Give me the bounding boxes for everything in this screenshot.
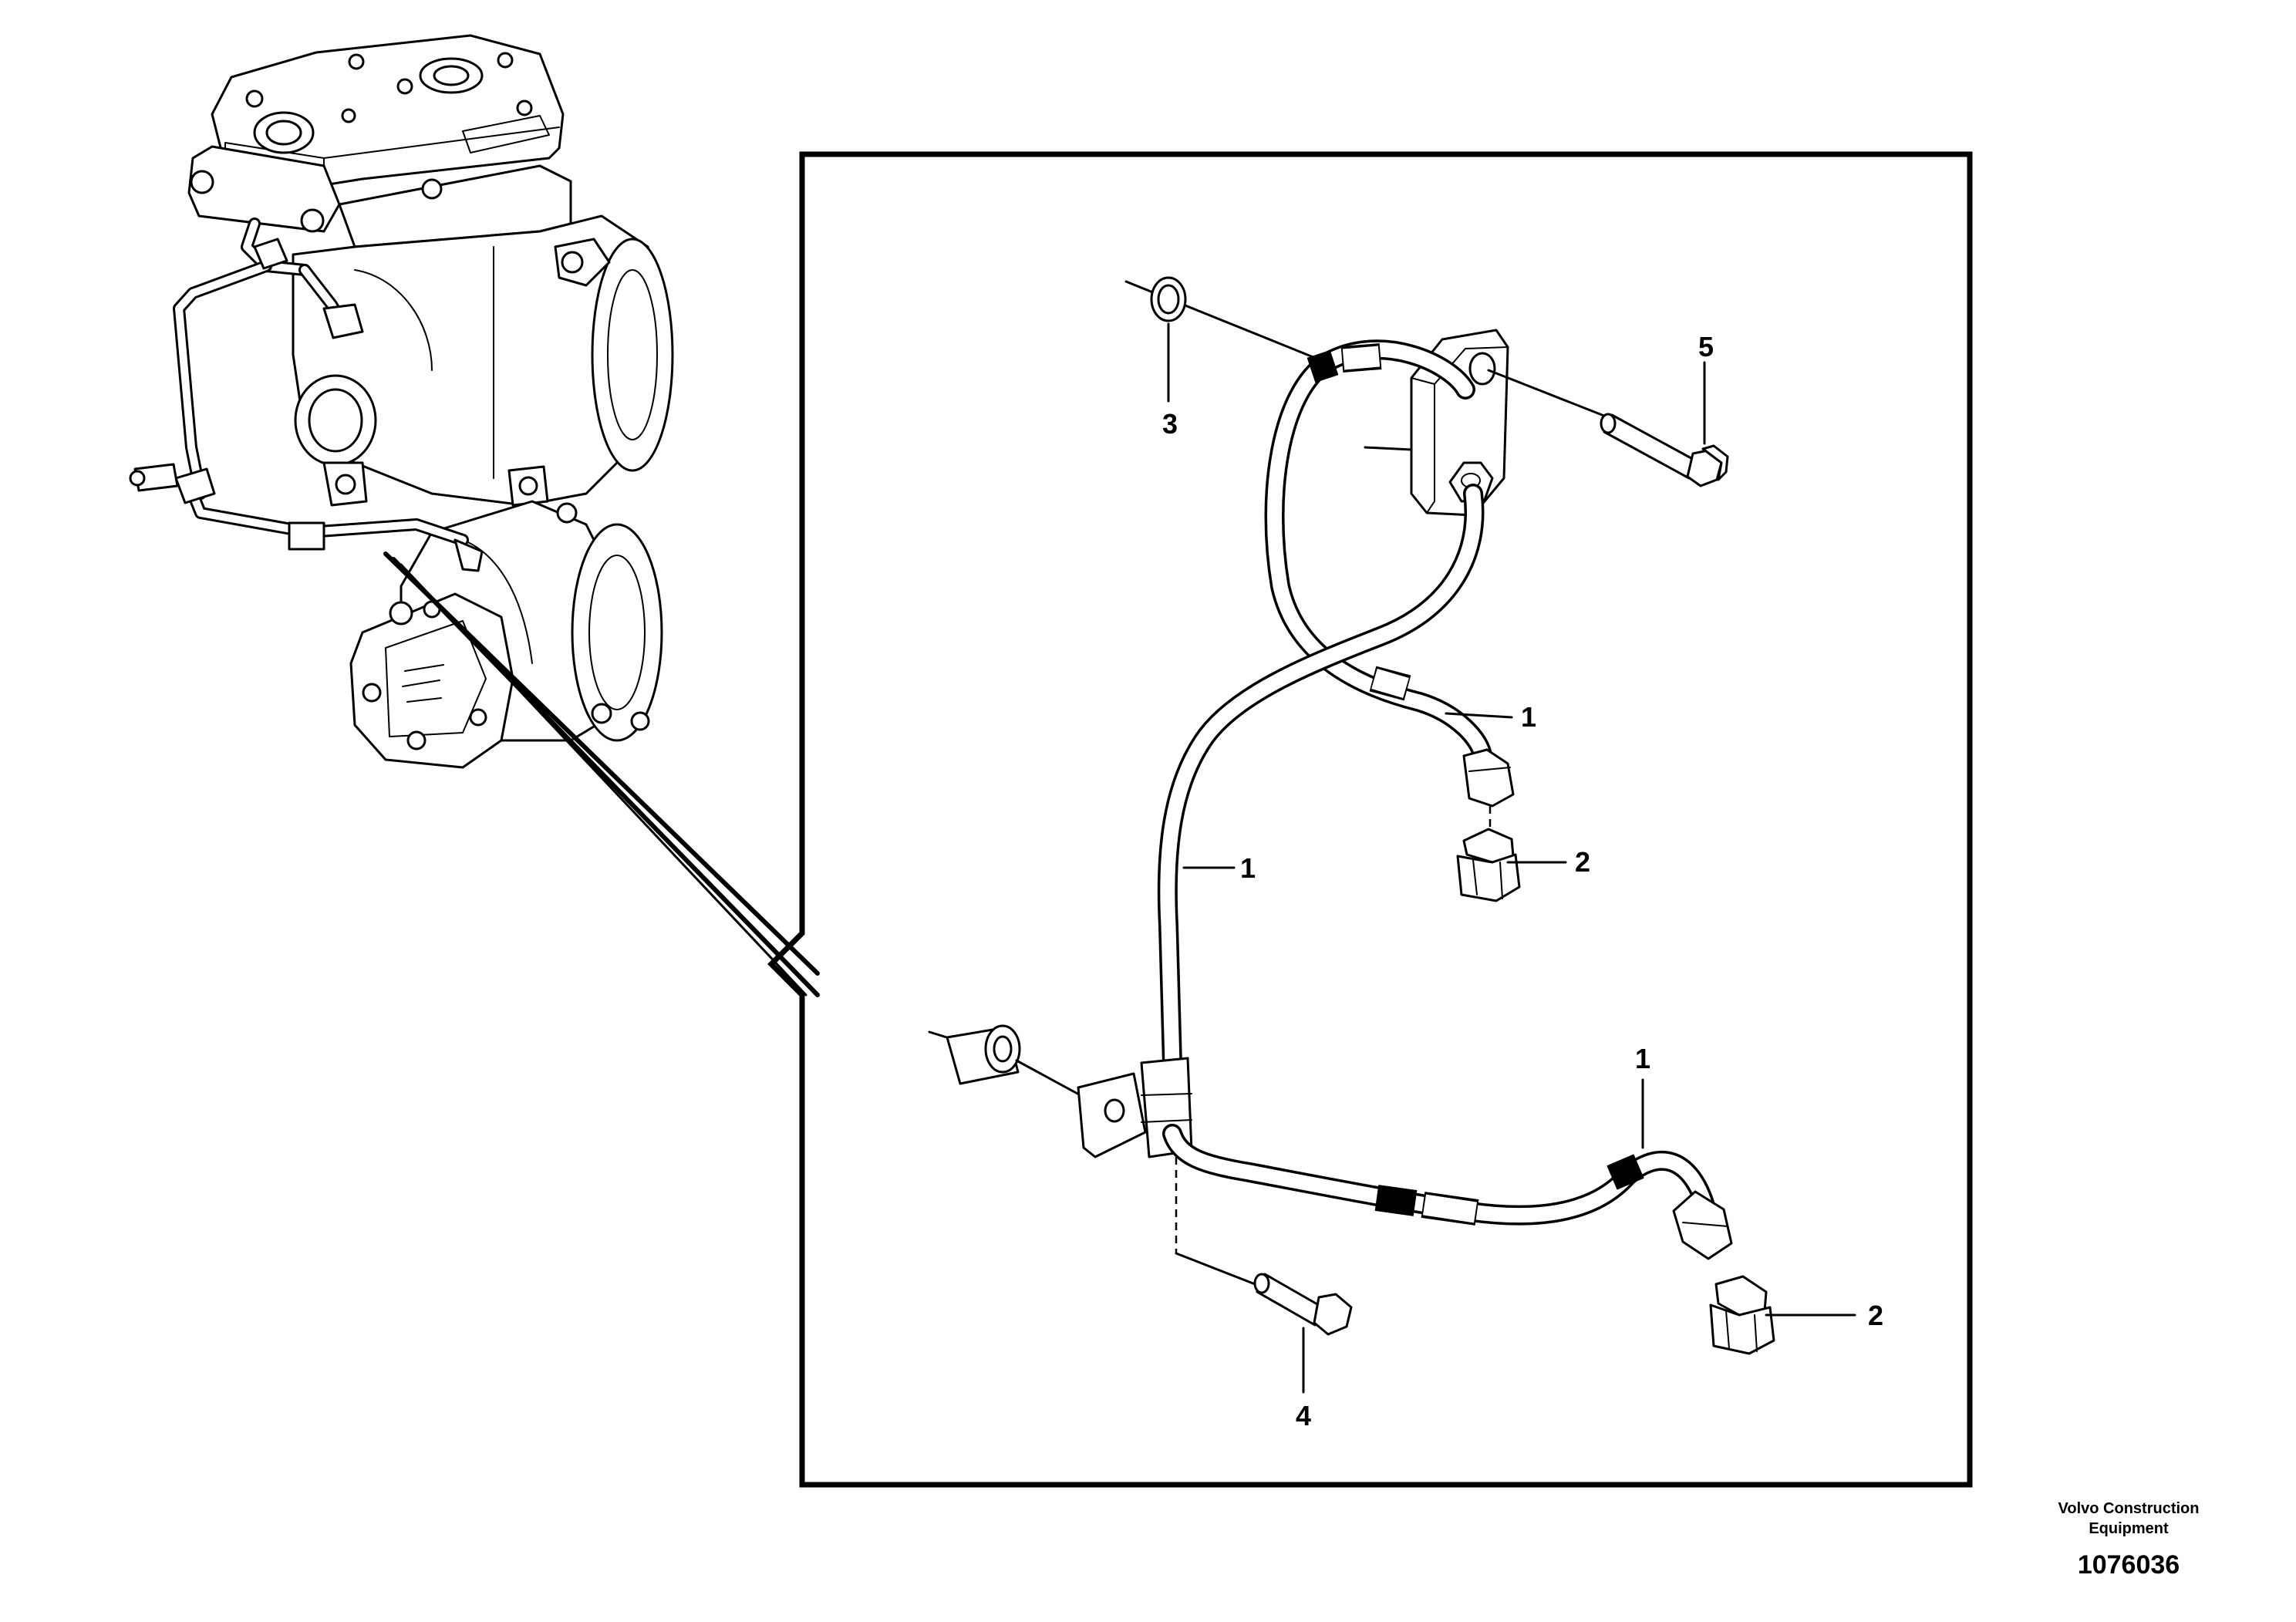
callout-4: 4 (1296, 1400, 1311, 1431)
sealing-ring (1124, 276, 1328, 403)
callout-leaders (1182, 712, 1856, 1317)
compressor-head (187, 34, 572, 248)
callout-5: 5 (1698, 331, 1714, 363)
callout-2-lower: 2 (1868, 1300, 1883, 1331)
drawing-number: 1076036 (2078, 1550, 2180, 1580)
flange-bolt-upper (1600, 361, 1729, 487)
detail-pointer (383, 551, 820, 997)
pipe-lower-horizontal (1162, 1124, 1733, 1260)
fuel-pump (349, 592, 514, 769)
callout-labels: 3 5 1 1 2 1 2 4 (1162, 331, 1883, 1431)
flange-bolt-lower (1175, 1157, 1353, 1394)
compressor-crankcase (292, 214, 674, 507)
drawing-footer: Volvo Construction Equipment 1076036 (2058, 1500, 2200, 1580)
pipe-upper-loop (1264, 339, 1515, 808)
callout-3: 3 (1162, 408, 1178, 440)
callout-2-upper: 2 (1575, 846, 1590, 878)
overview-assembly (129, 34, 820, 997)
adapter-fitting-upper (1456, 806, 1521, 902)
adapter-fitting-lower (1709, 1275, 1775, 1355)
callout-1-upper: 1 (1521, 701, 1536, 733)
detail-view (928, 276, 1856, 1394)
pipe-main-vertical (1157, 484, 1485, 1074)
manufacturer-line-1: Volvo Construction (2058, 1500, 2200, 1517)
spacer-sleeve (928, 1024, 1089, 1101)
manufacturer-line-2: Equipment (2089, 1520, 2169, 1537)
callout-1-vertical: 1 (1240, 852, 1256, 884)
overview-pipes (129, 218, 484, 572)
callout-1-lower: 1 (1635, 1043, 1650, 1074)
detail-frame (767, 151, 1973, 1488)
